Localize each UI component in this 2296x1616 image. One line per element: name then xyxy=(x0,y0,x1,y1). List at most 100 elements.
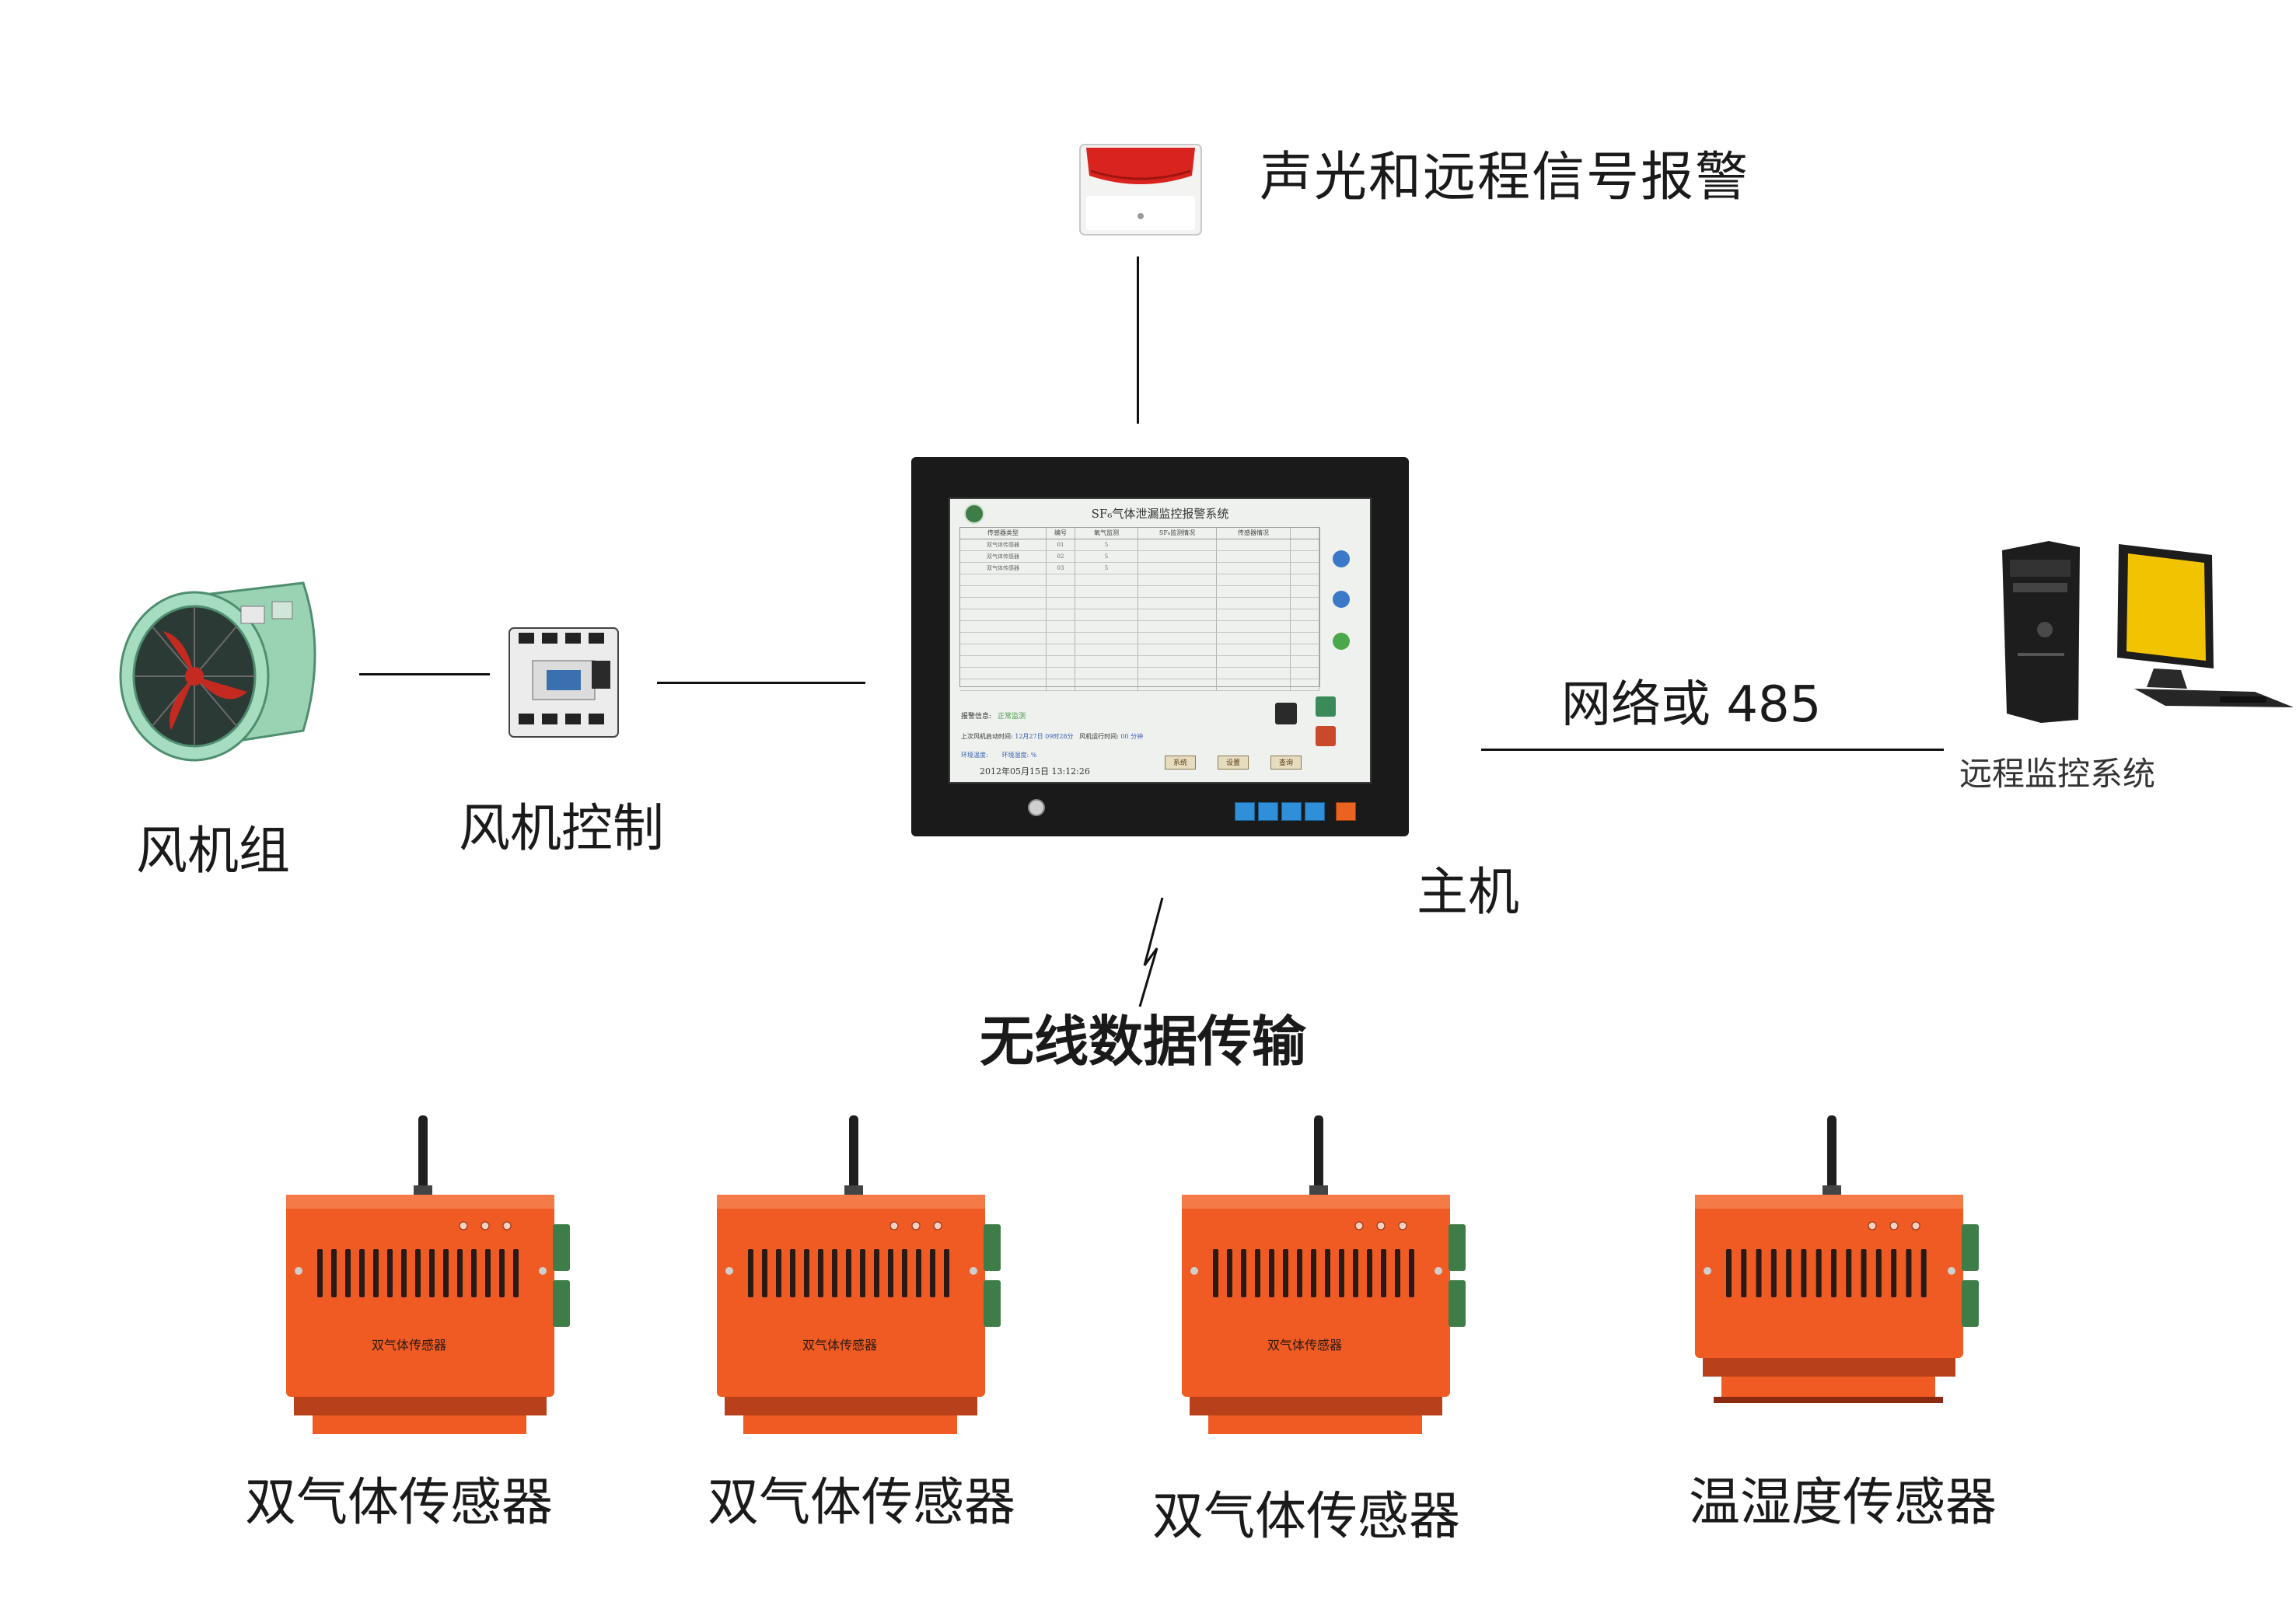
table-row xyxy=(960,621,1319,633)
refresh-icon[interactable] xyxy=(1333,633,1350,650)
cell xyxy=(1291,551,1319,562)
cell xyxy=(1138,551,1217,562)
keypad-button[interactable] xyxy=(1235,802,1255,821)
keypad-button[interactable] xyxy=(1258,802,1278,821)
sensor-device-3: 双气体传感器 xyxy=(1182,1108,1468,1442)
col-header: 传感器类型 xyxy=(960,528,1047,539)
sensor-device-4 xyxy=(1695,1108,1981,1434)
system-button[interactable]: 系统 xyxy=(1165,756,1196,770)
host-label: 主机 xyxy=(1417,862,1519,922)
cell xyxy=(1217,563,1291,574)
settings-button[interactable]: 设置 xyxy=(1218,756,1249,770)
sensor-1-label: 双气体传感器 xyxy=(245,1472,553,1532)
control-to-host-line xyxy=(657,682,865,684)
cell xyxy=(1291,563,1319,574)
cell: 5 xyxy=(1075,539,1138,550)
cell: 03 xyxy=(1047,563,1075,574)
fan-group-label: 风机组 xyxy=(136,821,290,881)
remote-computer-icon xyxy=(2002,541,2294,723)
wireless-label: 无线数据传输 xyxy=(980,1010,1306,1073)
cell xyxy=(1291,539,1319,550)
cell xyxy=(1217,539,1291,550)
sensor-device-1: 双气体传感器 xyxy=(286,1108,572,1442)
col-header xyxy=(1291,528,1319,539)
table-row xyxy=(960,586,1319,598)
environment-info: 环境温度: 环境湿度: % xyxy=(961,751,1036,759)
table-row xyxy=(960,668,1319,679)
cell: 双气体传感器 xyxy=(960,551,1047,562)
cell xyxy=(1217,551,1291,562)
cell xyxy=(1138,563,1217,574)
screen-title: SF₆气体泄漏监控报警系统 xyxy=(1091,507,1229,521)
cell: 01 xyxy=(1047,539,1075,550)
scroll-up-icon[interactable] xyxy=(1333,550,1350,567)
col-header: 氧气监测 xyxy=(1075,528,1138,539)
sensor-table: 传感器类型 编号 氧气监测 SF₆监测情况 传感器情况 双气体传感器 01 5 … xyxy=(959,527,1320,691)
env-temp-label: 环境温度: xyxy=(961,752,988,759)
sensor-box-icon xyxy=(1695,1115,1979,1403)
network-label: 网络或 485 xyxy=(1561,676,1822,734)
env-humidity-label: 环境湿度: xyxy=(1001,752,1029,759)
fan-to-control-line xyxy=(359,673,490,675)
table-row xyxy=(960,609,1319,621)
remote-monitor-label: 远程监控系统 xyxy=(1959,755,2156,793)
sensor-3-label: 双气体传感器 xyxy=(1152,1486,1460,1546)
sensor-box-icon xyxy=(717,1115,1001,1442)
sensor-box-icon xyxy=(286,1115,570,1442)
sensor-2-label: 双气体传感器 xyxy=(708,1472,1015,1532)
query-button[interactable]: 查询 xyxy=(1270,756,1302,770)
table-row: 双气体传感器 01 5 xyxy=(960,539,1319,551)
cell: 双气体传感器 xyxy=(960,563,1047,574)
sensor-4-label: 温湿度传感器 xyxy=(1689,1472,1997,1532)
sensor-plate-label: 双气体传感器 xyxy=(372,1338,447,1352)
col-header: 传感器情况 xyxy=(1217,528,1291,539)
datetime: 2012年05月15日 13:12:26 xyxy=(980,766,1090,777)
host-to-remote-line xyxy=(1481,749,1944,751)
fan-runtime-value: 00 分钟 xyxy=(1120,733,1144,740)
env-humidity-value: % xyxy=(1030,752,1037,759)
col-header: 编号 xyxy=(1047,528,1075,539)
table-header: 传感器类型 编号 氧气监测 SF₆监测情况 传感器情况 xyxy=(960,528,1319,539)
power-led-icon xyxy=(1028,799,1045,816)
wireless-signal-icon xyxy=(1138,897,1164,1007)
table-row xyxy=(960,656,1319,668)
alarm-info-label: 报警信息: xyxy=(961,713,992,721)
col-header: SF₆监测情况 xyxy=(1138,528,1217,539)
cell: 5 xyxy=(1075,551,1138,562)
alarm-info-value: 正常监测 xyxy=(998,713,1026,721)
fan-runtime-label: 风机运行时间: xyxy=(1079,733,1119,740)
host-screen: SF₆气体泄漏监控报警系统 传感器类型 编号 氧气监测 SF₆监测情况 传感器情… xyxy=(949,497,1372,784)
fan-last-start-label: 上次风机启动时间: xyxy=(961,733,1013,740)
fan-info: 上次风机启动时间: 12月27日 09时28分 风机运行时间: 00 分钟 xyxy=(961,732,1143,741)
alarm-siren-icon xyxy=(1079,144,1202,236)
fan-icon xyxy=(119,581,316,762)
cell: 5 xyxy=(1075,563,1138,574)
cell: 双气体传感器 xyxy=(960,539,1047,550)
keypad-button[interactable] xyxy=(1305,802,1325,821)
keypad-button[interactable] xyxy=(1281,802,1302,821)
table-row xyxy=(960,574,1319,586)
cell xyxy=(1138,539,1217,550)
fan-status-icon xyxy=(1275,703,1297,724)
contactor-icon xyxy=(508,627,619,738)
keypad-button-orange[interactable] xyxy=(1336,802,1356,821)
cell: 02 xyxy=(1047,551,1075,562)
logo-icon xyxy=(964,504,984,524)
table-row: 双气体传感器 03 5 xyxy=(960,563,1319,574)
fan-control-label: 风机控制 xyxy=(459,798,664,858)
table-row xyxy=(960,598,1319,609)
sensor-plate-label: 双气体传感器 xyxy=(802,1338,878,1352)
alarm-to-host-line xyxy=(1137,257,1139,424)
table-row xyxy=(960,633,1319,644)
sensor-plate-label: 双气体传感器 xyxy=(1267,1338,1343,1352)
alarm-status-icon xyxy=(1316,726,1336,746)
host-monitor: SF₆气体泄漏监控报警系统 传感器类型 编号 氧气监测 SF₆监测情况 传感器情… xyxy=(911,457,1409,836)
settings-icon[interactable] xyxy=(1316,696,1336,717)
scroll-down-icon[interactable] xyxy=(1333,591,1350,608)
table-row: 双气体传感器 02 5 xyxy=(960,551,1319,563)
sensor-box-icon xyxy=(1182,1115,1466,1442)
alarm-label: 声光和远程信号报警 xyxy=(1260,147,1750,208)
table-row xyxy=(960,679,1319,691)
sensor-device-2: 双气体传感器 xyxy=(717,1108,1003,1442)
